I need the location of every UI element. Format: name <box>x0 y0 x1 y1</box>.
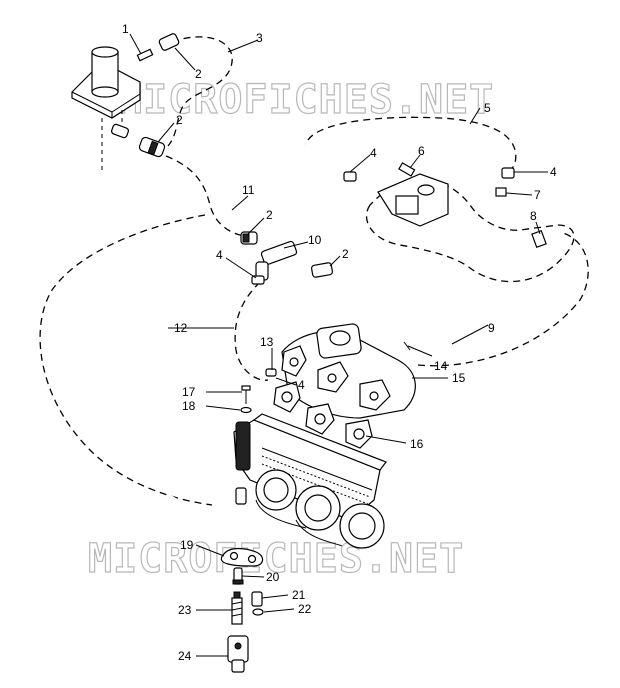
screw-13 <box>265 368 277 377</box>
fitting-21 <box>251 591 263 607</box>
banjo-6 <box>398 162 416 177</box>
callout-22: 22 <box>298 602 312 616</box>
callout-2-mid: 2 <box>266 208 273 222</box>
callout-12: 12 <box>174 321 188 335</box>
oil-line-12 <box>234 281 269 381</box>
callout-4-right-pump: 4 <box>550 165 557 179</box>
callout-4-tee: 4 <box>216 248 223 262</box>
callout-11: 11 <box>242 183 255 197</box>
callout-10: 10 <box>308 233 322 247</box>
callout-2-top: 2 <box>195 67 202 81</box>
callout-19: 19 <box>180 538 194 552</box>
screw-14 <box>403 341 411 351</box>
spring-23 <box>231 591 243 625</box>
fitting-2-right <box>310 262 334 278</box>
fitting-8 <box>531 229 547 249</box>
callout-20: 20 <box>266 570 280 584</box>
callout-23: 23 <box>178 603 192 617</box>
callout-17: 17 <box>182 385 196 399</box>
callout-15: 15 <box>452 371 466 385</box>
callout-2-left: 2 <box>176 113 183 127</box>
callout-6: 6 <box>418 144 425 158</box>
callout-18: 18 <box>182 399 196 413</box>
engine <box>233 413 387 549</box>
connector-4-right-pump <box>501 167 515 179</box>
callouts: 1 2 3 2 5 4 6 4 7 8 11 2 10 4 2 12 9 13 … <box>122 22 557 663</box>
oil-line-11 <box>165 155 249 237</box>
fitting-20 <box>232 567 244 585</box>
bracket-19 <box>220 547 264 567</box>
oil-line-3 <box>167 36 233 147</box>
connector-4-tee <box>251 275 265 285</box>
callout-13: 13 <box>260 335 274 349</box>
fitting-2-left <box>111 123 166 158</box>
washer-22 <box>252 608 264 616</box>
callout-14: 14 <box>434 359 448 373</box>
oil-line-9 <box>417 231 589 367</box>
connector-4-left-pump <box>303 143 357 182</box>
callout-7: 7 <box>534 188 541 202</box>
oil-line-5 <box>307 116 517 176</box>
gasket-16-c <box>345 419 373 449</box>
fitting-2-top <box>158 33 180 51</box>
oil-tank <box>71 46 141 170</box>
washer-18 <box>240 406 252 414</box>
callout-21: 21 <box>292 588 306 602</box>
valve-body-24 <box>227 635 249 673</box>
callout-2-right: 2 <box>342 247 349 261</box>
oil-line-large-loop <box>39 214 213 506</box>
gasket-16-a <box>273 381 301 413</box>
callout-8: 8 <box>530 209 537 223</box>
fitting-2-mid <box>240 231 258 245</box>
callout-5: 5 <box>484 101 491 115</box>
screw-17 <box>241 385 251 404</box>
callout-9: 9 <box>488 321 495 335</box>
leader-lines <box>129 33 548 657</box>
callout-24: 24 <box>178 649 192 663</box>
intake-manifold-15 <box>281 323 416 419</box>
fitting-7 <box>495 187 507 197</box>
callout-16: 16 <box>410 437 424 451</box>
callout-4-manifold: 4 <box>298 378 305 392</box>
watermark-top: MICROFICHES.NET <box>118 77 494 123</box>
fitting-1 <box>136 48 154 62</box>
callout-3: 3 <box>256 31 263 45</box>
callout-1: 1 <box>122 22 129 36</box>
callout-4-left-pump: 4 <box>370 146 377 160</box>
watermark-bottom: MICROFICHES.NET <box>88 536 464 582</box>
oil-pump <box>377 173 449 227</box>
gasket-16-b <box>305 403 335 435</box>
